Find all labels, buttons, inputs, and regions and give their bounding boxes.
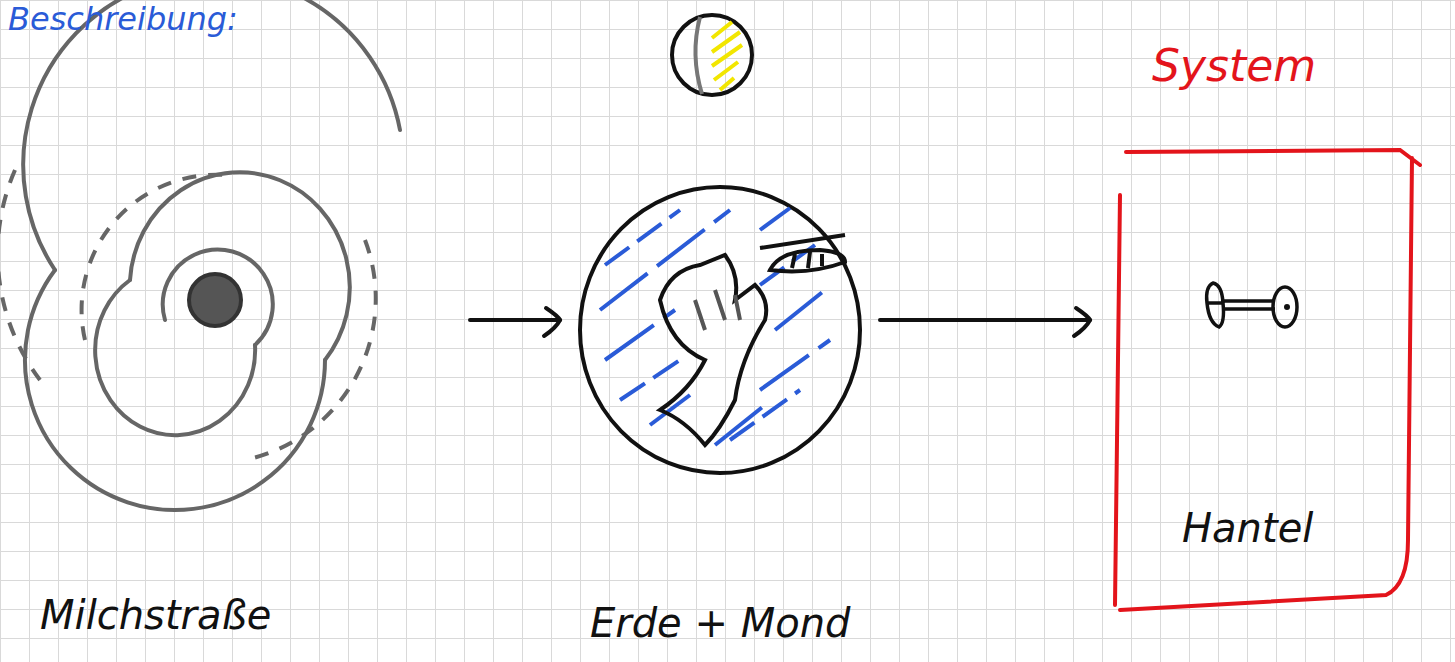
system-border bbox=[1115, 150, 1420, 610]
ocean-stripe bbox=[650, 395, 690, 425]
continent-outline bbox=[660, 255, 766, 445]
ocean-stripe bbox=[730, 390, 800, 440]
island-outline bbox=[760, 235, 845, 271]
galaxy-node: Milchstraße bbox=[0, 120, 470, 660]
arrow-shaft bbox=[880, 318, 1090, 322]
spiral-dash bbox=[0, 170, 40, 380]
galaxy-core bbox=[189, 274, 241, 326]
system-box: SystemHantel bbox=[1090, 40, 1430, 620]
spiral-arm bbox=[23, 0, 400, 270]
terrain-line bbox=[695, 290, 740, 330]
arrow-shaft bbox=[470, 318, 560, 322]
earth-drawing bbox=[580, 187, 860, 473]
moon-hatch bbox=[712, 22, 742, 90]
dumbbell-symbol bbox=[1207, 283, 1297, 327]
dumbbell-weight bbox=[1273, 287, 1297, 327]
dumbbell-weight bbox=[1207, 283, 1224, 327]
node-shape bbox=[0, 120, 470, 660]
diagram-title: Beschreibung: bbox=[8, 0, 238, 38]
spiral-dash bbox=[82, 175, 225, 340]
ocean-stripe bbox=[620, 360, 680, 400]
node-shape bbox=[560, 170, 880, 650]
moon-drawing bbox=[672, 15, 752, 95]
spiral-dash bbox=[245, 240, 376, 460]
dumbbell-bar bbox=[1224, 301, 1275, 309]
dumbbell-center bbox=[1284, 304, 1290, 310]
earth-node: Erde + Mond bbox=[560, 170, 880, 650]
node-label: Erde + Mond bbox=[590, 600, 850, 646]
spiral-arm bbox=[25, 270, 325, 510]
spiral-arm bbox=[130, 172, 350, 360]
milky-way-drawing bbox=[0, 0, 400, 510]
ocean-stripe bbox=[760, 340, 830, 390]
arrow-head bbox=[544, 308, 560, 336]
node-label: Hantel bbox=[1182, 505, 1313, 551]
earth-outline bbox=[580, 187, 860, 473]
moon-terminator bbox=[695, 17, 702, 94]
node-heading: System bbox=[1152, 40, 1316, 91]
flow-arrow bbox=[470, 308, 560, 336]
spiral-arm bbox=[95, 280, 255, 435]
ocean-stripe bbox=[760, 208, 790, 230]
spiral-arm bbox=[163, 250, 273, 345]
node-label: Milchstraße bbox=[40, 592, 271, 638]
ocean-stripe bbox=[775, 290, 825, 330]
arrow-head bbox=[1074, 308, 1090, 336]
flow-arrow bbox=[880, 308, 1090, 336]
moon-outline bbox=[672, 15, 752, 95]
system-frame bbox=[1115, 150, 1420, 610]
